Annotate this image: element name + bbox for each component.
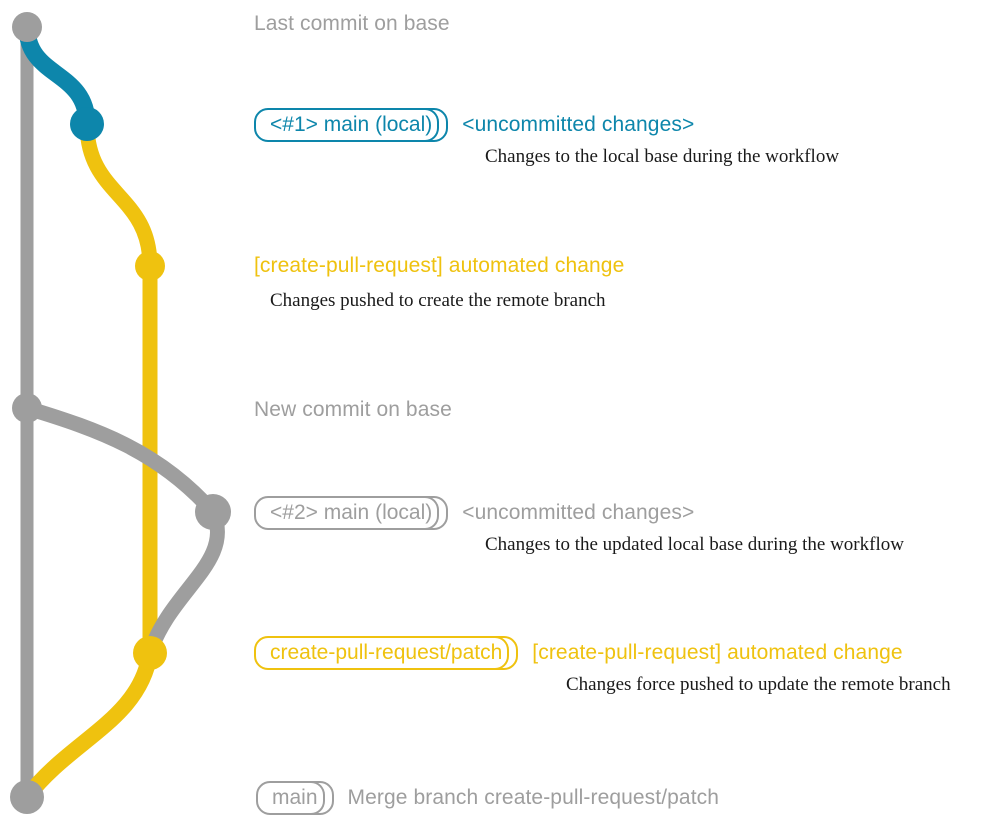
edge-patch-branch-upper bbox=[79, 116, 158, 274]
commit-subject-merge: Merge branch create-pull-request/patch bbox=[347, 786, 720, 809]
commit-description-automated-change-1: Changes pushed to create the remote bran… bbox=[270, 290, 606, 311]
row-local-commit-1: <#1> main (local) <uncommitted changes> bbox=[254, 108, 694, 142]
branch-pill-main[interactable]: main bbox=[256, 781, 334, 815]
commit-description-automated-change-2: Changes force pushed to update the remot… bbox=[566, 674, 951, 695]
commit-description-local-2: Changes to the updated local base during… bbox=[485, 534, 904, 555]
branch-pill-main-local-1[interactable]: <#1> main (local) bbox=[254, 108, 449, 142]
row-automated-change-2: create-pull-request/patch [create-pull-r… bbox=[254, 636, 903, 670]
row-new-commit-on-base: New commit on base bbox=[254, 398, 452, 422]
edge-local-branch-2 bbox=[19, 400, 225, 661]
commit-node-merge-commit-main[interactable] bbox=[10, 780, 44, 814]
commit-node-new-commit-on-base[interactable] bbox=[12, 393, 42, 423]
edge-local-branch-1 bbox=[18, 18, 96, 133]
commit-description-local-1: Changes to the local base during the wor… bbox=[485, 146, 840, 167]
row-automated-change-1: [create-pull-request] automated change bbox=[254, 254, 624, 278]
commit-subject-local-2: <uncommitted changes> bbox=[462, 501, 695, 524]
row-last-commit-on-base: Last commit on base bbox=[254, 12, 450, 36]
commit-note-new-commit-on-base: New commit on base bbox=[254, 398, 452, 421]
branch-pill-main-local-2[interactable]: <#2> main (local) bbox=[254, 496, 449, 530]
row-local-commit-2: <#2> main (local) <uncommitted changes> bbox=[254, 496, 694, 530]
commit-node-local-uncommitted-2[interactable] bbox=[195, 494, 231, 530]
commit-subject-automated-change-1: [create-pull-request] automated change bbox=[254, 254, 625, 277]
commit-node-local-uncommitted-1[interactable] bbox=[70, 107, 104, 141]
commit-node-automated-change-1[interactable] bbox=[135, 251, 165, 281]
commit-subject-local-1: <uncommitted changes> bbox=[462, 113, 695, 136]
commit-node-automated-change-2[interactable] bbox=[133, 636, 167, 670]
edge-patch-merge bbox=[19, 645, 158, 805]
row-merge-commit: main Merge branch create-pull-request/pa… bbox=[256, 781, 719, 815]
commit-note-last-commit-on-base: Last commit on base bbox=[254, 12, 450, 35]
commit-node-last-commit-on-base[interactable] bbox=[12, 12, 42, 42]
branch-pill-create-pull-request-patch[interactable]: create-pull-request/patch bbox=[254, 636, 519, 670]
commit-subject-automated-change-2: [create-pull-request] automated change bbox=[532, 641, 903, 664]
